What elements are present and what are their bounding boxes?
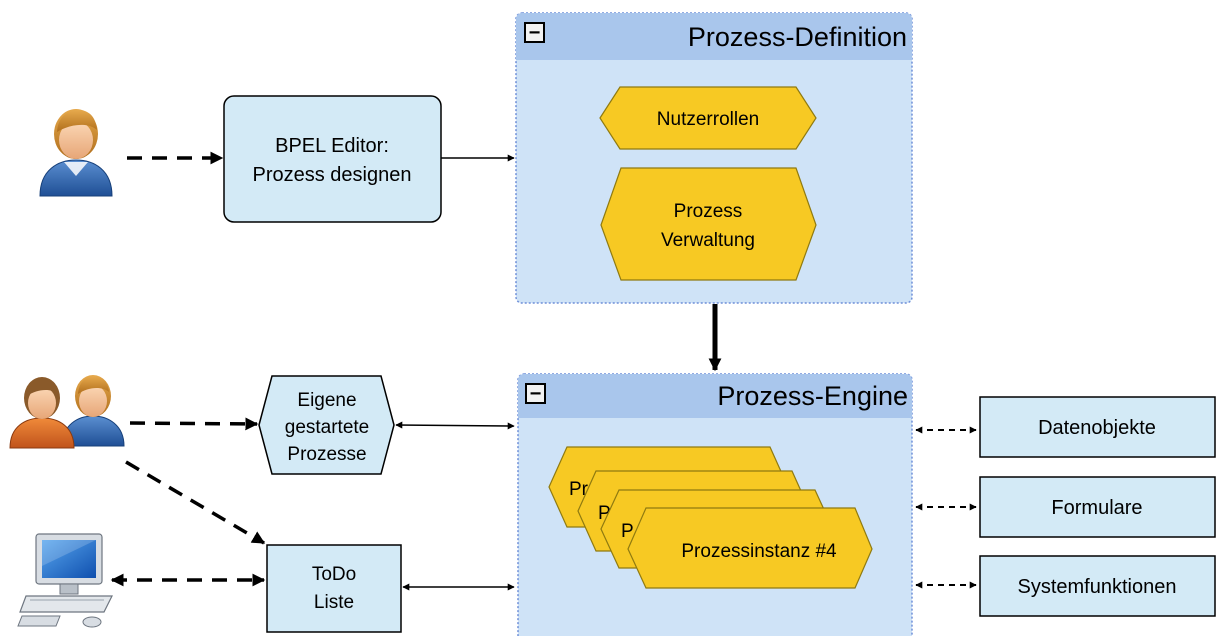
svg-text:Eigene: Eigene bbox=[297, 390, 356, 411]
process-instance-stack: Pr P P Prozessinstanz #4 bbox=[548, 446, 873, 589]
svg-text:Datenobjekte: Datenobjekte bbox=[1038, 417, 1156, 439]
system-functions-box[interactable]: Systemfunktionen bbox=[979, 555, 1216, 617]
process-admin-label-1: Prozess bbox=[674, 201, 743, 222]
collapse-button[interactable]: − bbox=[524, 22, 545, 44]
collapse-button[interactable]: − bbox=[525, 383, 546, 405]
todo-list-box[interactable]: ToDo Liste bbox=[266, 544, 402, 633]
process-instance-hexagon[interactable]: Prozessinstanz #4 bbox=[627, 507, 873, 589]
svg-text:Systemfunktionen: Systemfunktionen bbox=[1018, 576, 1177, 598]
svg-text:P: P bbox=[621, 521, 634, 542]
single-user-icon bbox=[39, 109, 113, 197]
computer-icon bbox=[17, 533, 113, 628]
own-processes-hexagon[interactable]: Eigene gestartete Prozesse bbox=[258, 375, 395, 475]
forms-box[interactable]: Formulare bbox=[979, 476, 1216, 538]
svg-text:Prozessinstanz #4: Prozessinstanz #4 bbox=[681, 541, 837, 562]
ownprocesses-engine-arrow bbox=[395, 421, 515, 430]
svg-text:gestartete: gestartete bbox=[285, 417, 370, 438]
collapse-glyph: − bbox=[530, 383, 542, 405]
users-ownprocesses-arrow bbox=[129, 417, 259, 431]
user-group-icon bbox=[9, 375, 125, 449]
data-objects-box[interactable]: Datenobjekte bbox=[979, 396, 1216, 458]
user-roles-hexagon[interactable]: Nutzerrollen bbox=[599, 86, 817, 150]
svg-text:Prozesse: Prozesse bbox=[287, 444, 366, 465]
process-engine-title: Prozess-Engine bbox=[717, 381, 908, 411]
users-todo-arrow bbox=[125, 460, 266, 545]
process-definition-title: Prozess-Definition bbox=[688, 22, 907, 52]
process-admin-label-2: Verwaltung bbox=[661, 230, 755, 251]
bpel-editor-label-2: Prozess designen bbox=[253, 164, 412, 186]
collapse-glyph: − bbox=[529, 22, 541, 44]
process-admin-hexagon[interactable]: Prozess Verwaltung bbox=[600, 167, 817, 281]
svg-text:Pr: Pr bbox=[569, 479, 589, 500]
svg-text:ToDo: ToDo bbox=[312, 564, 356, 585]
svg-text:Formulare: Formulare bbox=[1051, 497, 1142, 519]
bpel-editor-label-1: BPEL Editor: bbox=[275, 135, 389, 157]
bpel-editor-box[interactable]: BPEL Editor: Prozess designen bbox=[223, 95, 442, 223]
user-roles-label: Nutzerrollen bbox=[657, 109, 759, 130]
svg-text:Liste: Liste bbox=[314, 592, 354, 613]
connectors bbox=[110, 151, 977, 591]
